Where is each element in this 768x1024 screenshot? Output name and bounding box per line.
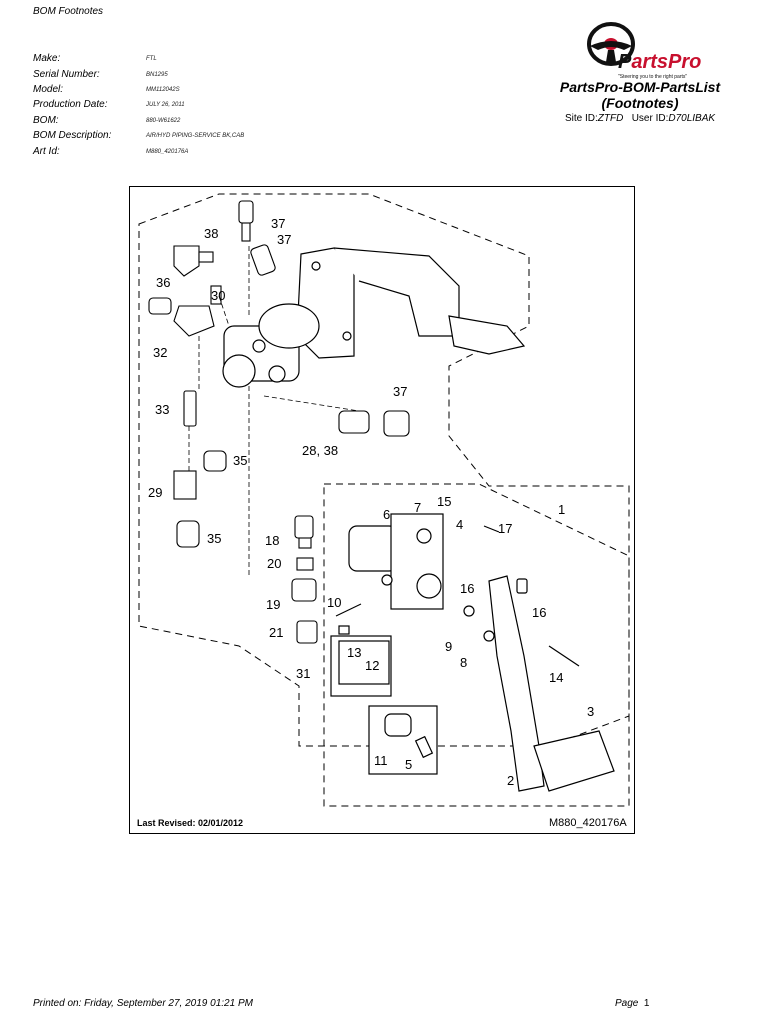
leader-lines [188, 246, 360, 576]
make-value: FTL [146, 56, 157, 62]
bom-label: BOM: [33, 115, 59, 126]
partspro-logo: PartsPro "Steering you to the right part… [587, 22, 701, 80]
callout-38: 38 [204, 226, 218, 241]
callout-29: 29 [148, 485, 162, 500]
model-value: MM112042S [146, 87, 180, 93]
callout-2: 2 [507, 773, 514, 788]
site-id-value: ZTFD [597, 113, 624, 124]
serial-number-value: BN1295 [146, 72, 168, 78]
pedal-subassembly-boundary [323, 483, 630, 807]
callout-15: 15 [437, 494, 451, 509]
callout-16-right: 16 [532, 605, 546, 620]
callout-9: 9 [445, 639, 452, 654]
page-number: Page 1 [615, 998, 649, 1009]
callout-35-upper: 35 [233, 453, 247, 468]
callout-37-second: 37 [277, 232, 291, 247]
make-label: Make: [33, 53, 61, 64]
callout-21: 21 [269, 625, 283, 640]
lower-fittings [291, 515, 362, 644]
callout-3: 3 [587, 704, 594, 719]
callout-18: 18 [265, 533, 279, 548]
report-subtitle: (Footnotes) [601, 95, 679, 111]
lower-brake-valve [348, 513, 444, 610]
outer-assembly-boundary [138, 193, 630, 747]
logo-wordmark-initial: P [618, 51, 632, 73]
exploded-parts-diagram: 37 37 38 36 30 32 33 37 28, 38 35 29 35 … [137, 193, 630, 829]
exploded-diagram-frame [129, 186, 635, 834]
callout-11: 11 [374, 753, 388, 768]
logo-wordmark: PartsPro [618, 51, 701, 73]
bom-description-value: AIR/HYD PIPING-SERVICE BK,CAB [146, 133, 245, 139]
user-id-value: D70LIBAK [668, 113, 716, 124]
upper-fittings [148, 200, 410, 548]
callout-33: 33 [155, 402, 169, 417]
callout-32: 32 [153, 345, 167, 360]
callout-14: 14 [549, 670, 563, 685]
callout-35-lower: 35 [207, 531, 221, 546]
callout-6: 6 [383, 507, 390, 522]
printed-on-label: Printed on: Friday, September 27, 2019 0… [33, 998, 253, 1009]
bom-description-label: BOM Description: [33, 130, 112, 141]
callout-5: 5 [405, 757, 412, 772]
brake-pedal [330, 525, 615, 792]
callout-31: 31 [296, 666, 310, 681]
callout-13: 13 [347, 645, 361, 660]
serial-number-label: Serial Number: [33, 69, 100, 80]
callout-37-right: 37 [393, 384, 407, 399]
callout-30: 30 [211, 288, 225, 303]
callout-8: 8 [460, 655, 467, 670]
callout-12: 12 [365, 658, 379, 673]
last-revised-label: Last Revised: 02/01/2012 [137, 818, 243, 828]
logo-tagline: "Steering you to the right parts" [618, 74, 687, 80]
user-id-label: User ID: [631, 113, 669, 124]
callout-37-top: 37 [271, 216, 285, 231]
steering-wheel-icon [587, 22, 635, 66]
production-date-label: Production Date: [33, 99, 108, 110]
callout-7: 7 [414, 500, 421, 515]
callout-20: 20 [267, 556, 281, 571]
callout-36: 36 [156, 275, 170, 290]
production-date-value: JULY 26, 2011 [146, 102, 185, 108]
site-user-line: Site ID:ZTFD User ID:D70LIBAK [565, 113, 715, 124]
logo-wordmark-rest: artsPro [631, 51, 701, 73]
report-title: PartsPro-BOM-PartsList [559, 79, 721, 95]
callout-28-38: 28, 38 [302, 443, 338, 458]
callout-4: 4 [456, 517, 463, 532]
callout-19: 19 [266, 597, 280, 612]
model-label: Model: [33, 84, 64, 95]
pedal-mount-bracket [296, 247, 526, 359]
callout-1: 1 [558, 502, 565, 517]
callout-10: 10 [327, 595, 341, 610]
site-id-label: Site ID: [565, 113, 598, 124]
callout-17: 17 [498, 521, 512, 536]
bom-value: 880-W61622 [146, 118, 181, 124]
art-id-value: M880_420176A [146, 149, 189, 155]
diagram-art-id: M880_420176A [549, 817, 627, 829]
art-id-label: Art Id: [33, 146, 60, 157]
callout-16-left: 16 [460, 581, 474, 596]
page-number-value: 1 [643, 998, 650, 1009]
upper-brake-valve [222, 303, 320, 388]
document-title: BOM Footnotes [33, 6, 104, 17]
page-label: Page [615, 998, 639, 1009]
callout-labels: 37 37 38 36 30 32 33 37 28, 38 35 29 35 … [148, 216, 594, 788]
